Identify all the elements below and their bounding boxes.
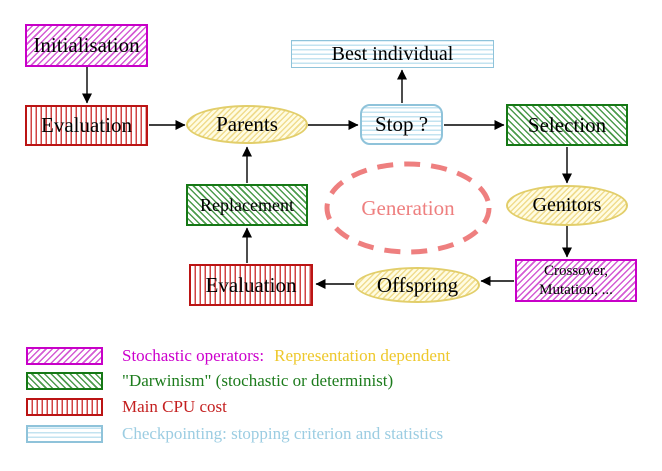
parents-node: Parents <box>186 105 308 144</box>
initialisation-node: Initialisation <box>25 24 148 67</box>
selection-node: Selection <box>506 104 628 146</box>
legend-stochastic-text: Stochastic operators: Representation depe… <box>122 346 450 366</box>
representation-dependent-label: Representation dependent <box>274 345 451 365</box>
initialisation-label: Initialisation <box>33 33 140 58</box>
selection-label: Selection <box>527 112 607 137</box>
darwinism-label: "Darwinism" (stochastic or determinist) <box>122 370 394 390</box>
cyan-stripe-swatch <box>26 424 103 443</box>
replacement-node: Replacement <box>186 184 308 226</box>
legend-row-checkpointing: Checkpointing: stopping criterion and st… <box>26 424 443 443</box>
legend-row-darwinism: "Darwinism" (stochastic or determinist) <box>26 371 393 390</box>
best-individual-label: Best individual <box>331 42 454 65</box>
evaluation-bottom-label: Evaluation <box>205 272 297 297</box>
stochastic-operators-label: Stochastic operators: <box>122 345 265 365</box>
best-individual-node: Best individual <box>291 40 494 68</box>
legend-row-cpu: Main CPU cost <box>26 397 227 416</box>
checkpointing-label: Checkpointing: stopping criterion and st… <box>122 423 444 443</box>
genitors-label: Genitors <box>532 194 602 216</box>
red-stripe-swatch <box>26 397 103 416</box>
replacement-label: Replacement <box>200 194 294 215</box>
offspring-label: Offspring <box>376 272 459 297</box>
main-cpu-cost-label: Main CPU cost <box>122 396 227 416</box>
evaluation-top-node: Evaluation <box>25 105 148 146</box>
evaluation-bottom-node: Evaluation <box>189 264 313 306</box>
crossover-label: Crossover, <box>544 262 608 279</box>
generation-label: Generation <box>361 196 455 220</box>
crossover-mutation-node: Crossover, Mutation, ... <box>515 259 637 302</box>
offspring-node: Offspring <box>355 267 480 303</box>
magenta-hatch-swatch <box>26 346 103 365</box>
stop-label: Stop ? <box>374 112 429 137</box>
green-hatch-swatch <box>26 371 103 390</box>
mutation-label: Mutation, ... <box>539 281 613 298</box>
genitors-node: Genitors <box>506 185 628 226</box>
parents-label: Parents <box>216 112 278 137</box>
evaluation-top-label: Evaluation <box>41 113 132 138</box>
legend-row-stochastic: Stochastic operators: Representation depe… <box>26 346 450 365</box>
generation-cycle-ellipse <box>324 161 492 255</box>
stop-node: Stop ? <box>360 104 443 145</box>
